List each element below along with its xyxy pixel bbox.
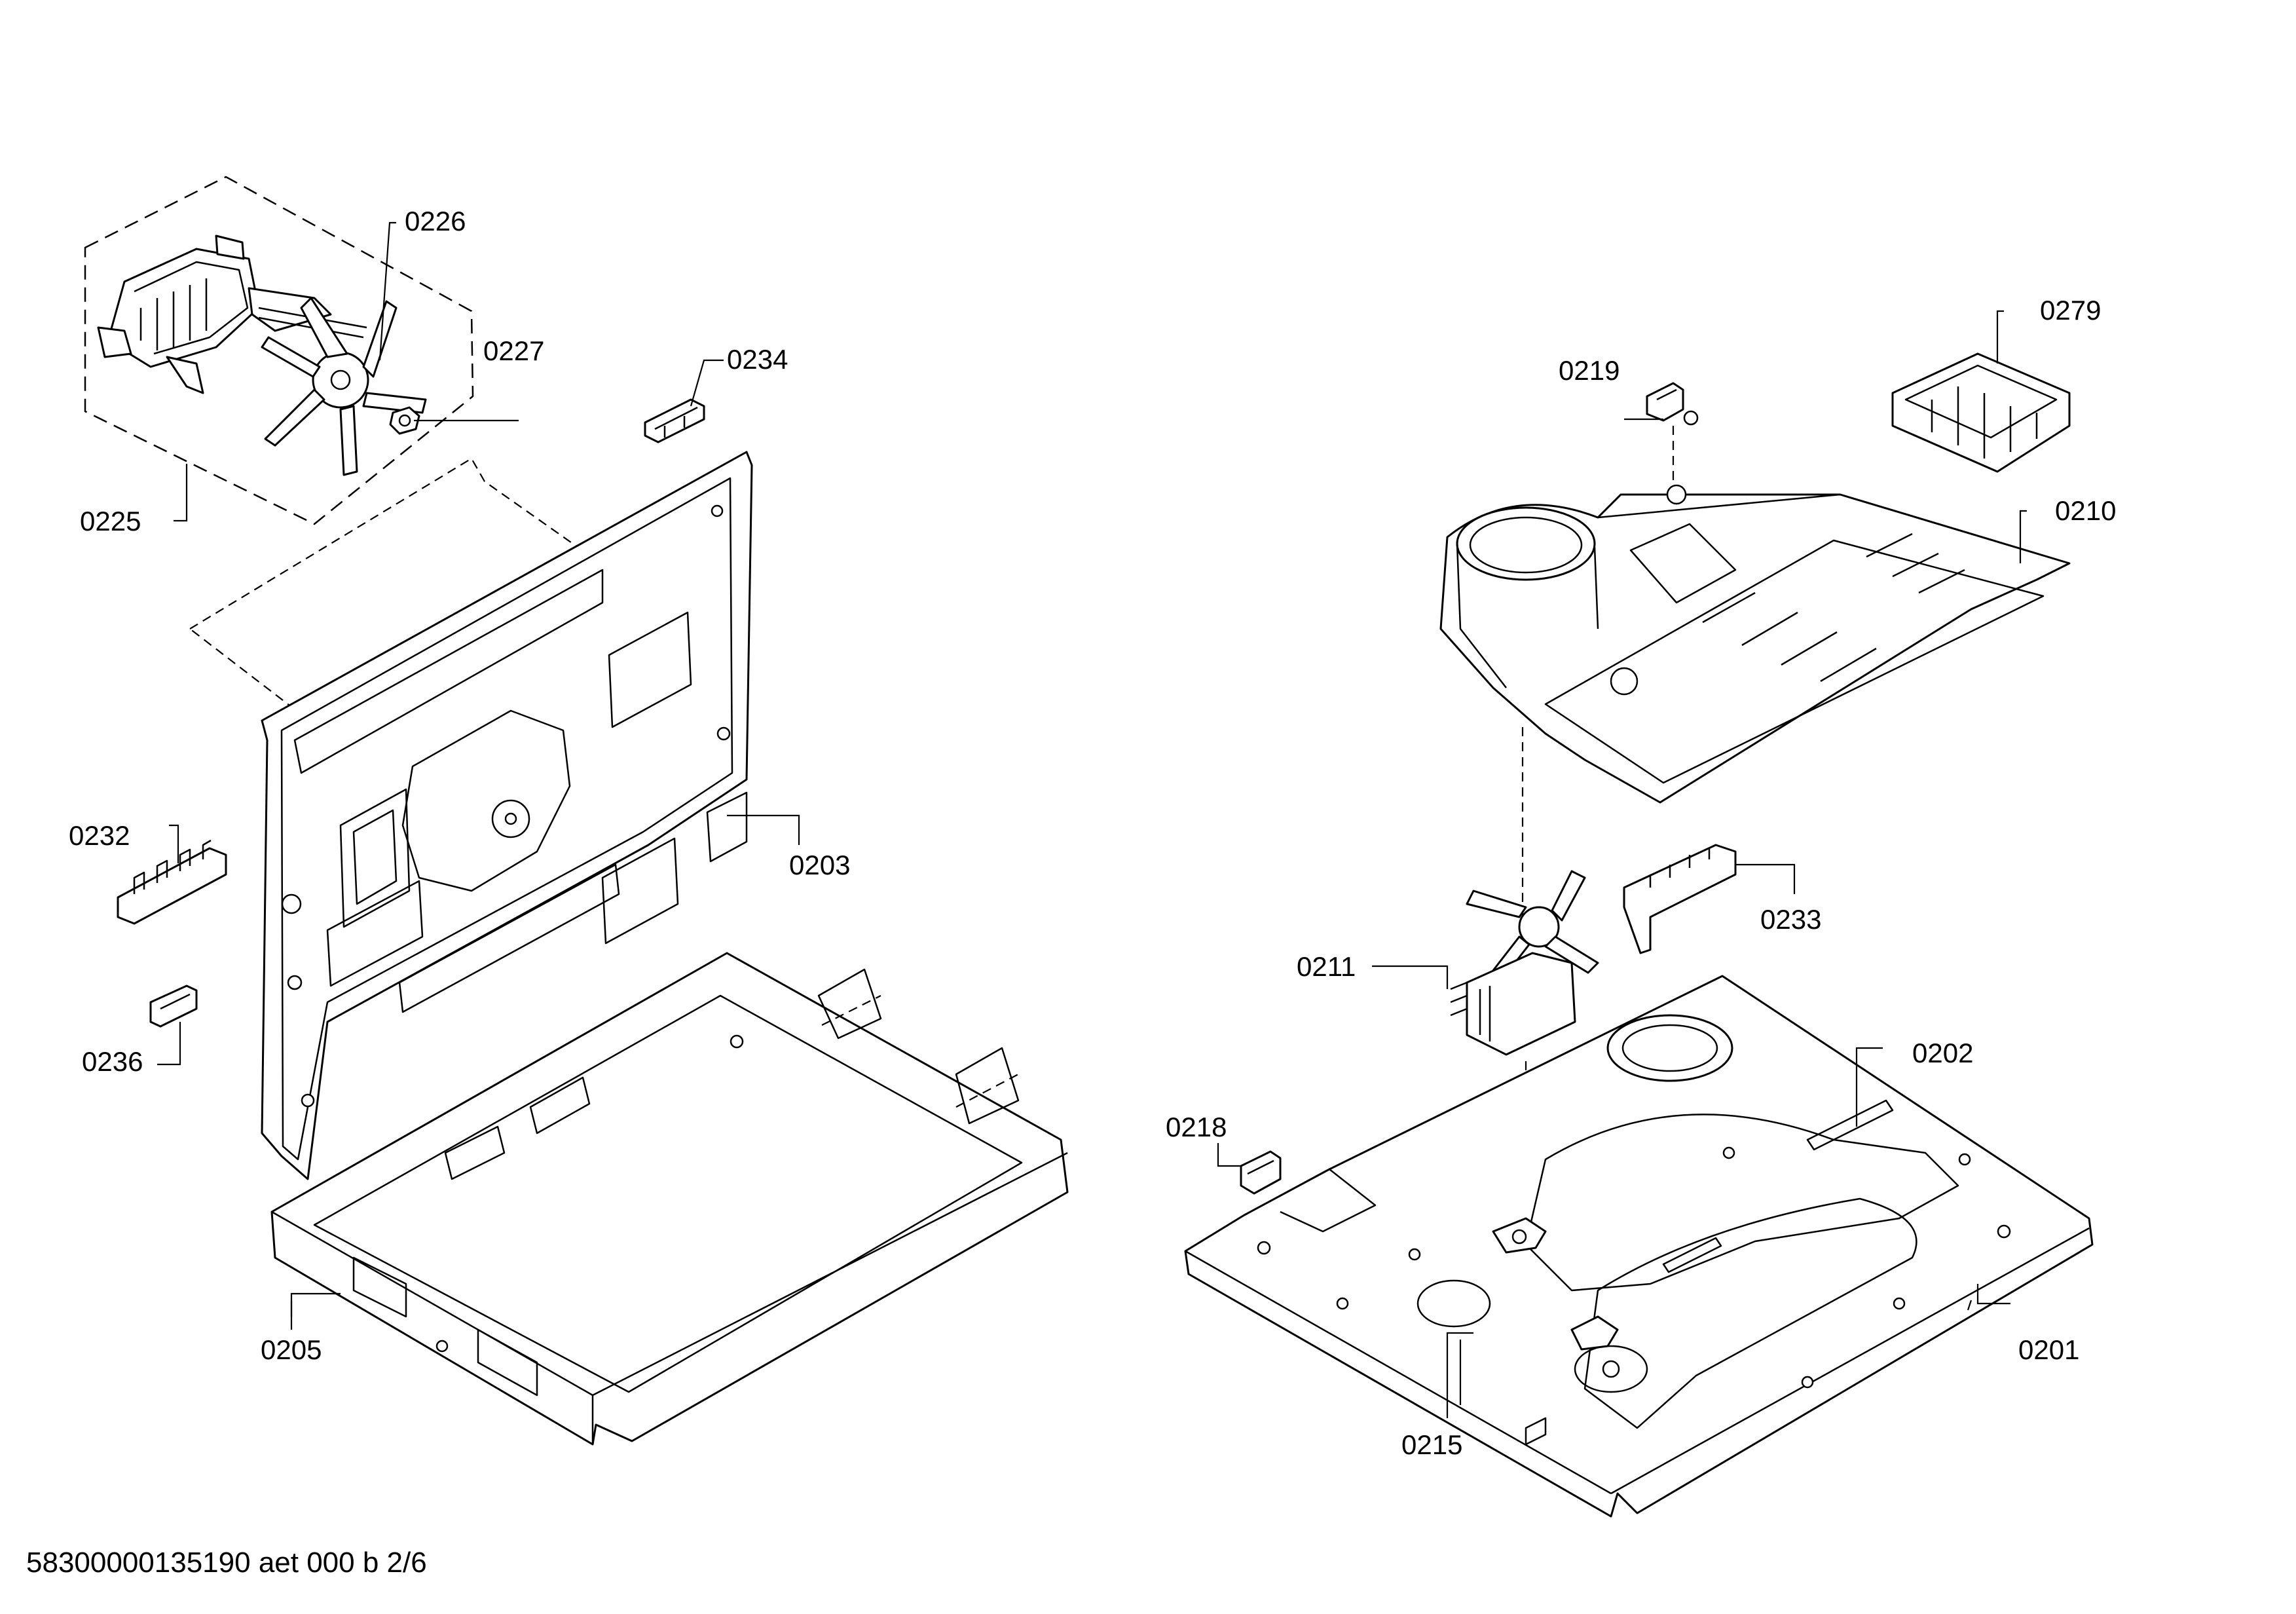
base-plate-0201 — [1184, 975, 2094, 1518]
cable-holder-0233 — [1623, 844, 1737, 954]
label-0202: 0202 — [1912, 1038, 1973, 1068]
label-0215: 0215 — [1401, 1429, 1462, 1460]
fan-motor-assembly-0225 — [84, 176, 741, 836]
leader-lines-bottom — [290, 1284, 2010, 1418]
label-0226: 0226 — [405, 206, 466, 236]
label-0210: 0210 — [2055, 495, 2116, 526]
label-0219: 0219 — [1559, 355, 1620, 386]
label-0201: 0201 — [2018, 1334, 2079, 1365]
terminal-block-0232 — [117, 839, 227, 925]
drawing-number: 58300000135190 aet 000 b 2/6 — [26, 1547, 427, 1579]
label-0279: 0279 — [2040, 295, 2101, 326]
fan-nut — [389, 406, 420, 435]
part-labels: 0226 0227 0234 0225 0203 0232 0236 0205 … — [69, 206, 2116, 1460]
fan-duct-cover-0210 — [1439, 484, 2071, 804]
cooling-fan-motor-0211 — [1450, 870, 1599, 1056]
label-0227: 0227 — [483, 335, 544, 366]
label-0234: 0234 — [727, 344, 788, 375]
bottom-frame-0205 — [270, 952, 1069, 1446]
label-0218: 0218 — [1166, 1112, 1227, 1142]
label-0205: 0205 — [261, 1334, 322, 1365]
label-0211: 0211 — [1297, 951, 1356, 982]
connector-housing-0279 — [1891, 352, 2071, 473]
fan-blade — [261, 297, 427, 476]
sensor-0219 — [1646, 382, 1699, 426]
rear-wall-0203 — [261, 451, 753, 1180]
sensor-0218 — [1240, 1150, 1282, 1195]
leader-lines — [157, 221, 2027, 1405]
label-0232: 0232 — [69, 820, 130, 851]
label-0236: 0236 — [82, 1046, 143, 1077]
switch-0236 — [149, 985, 198, 1028]
label-0225: 0225 — [80, 506, 141, 536]
label-0233: 0233 — [1760, 904, 1821, 935]
clip-0234 — [644, 398, 705, 443]
label-0203: 0203 — [789, 850, 850, 880]
